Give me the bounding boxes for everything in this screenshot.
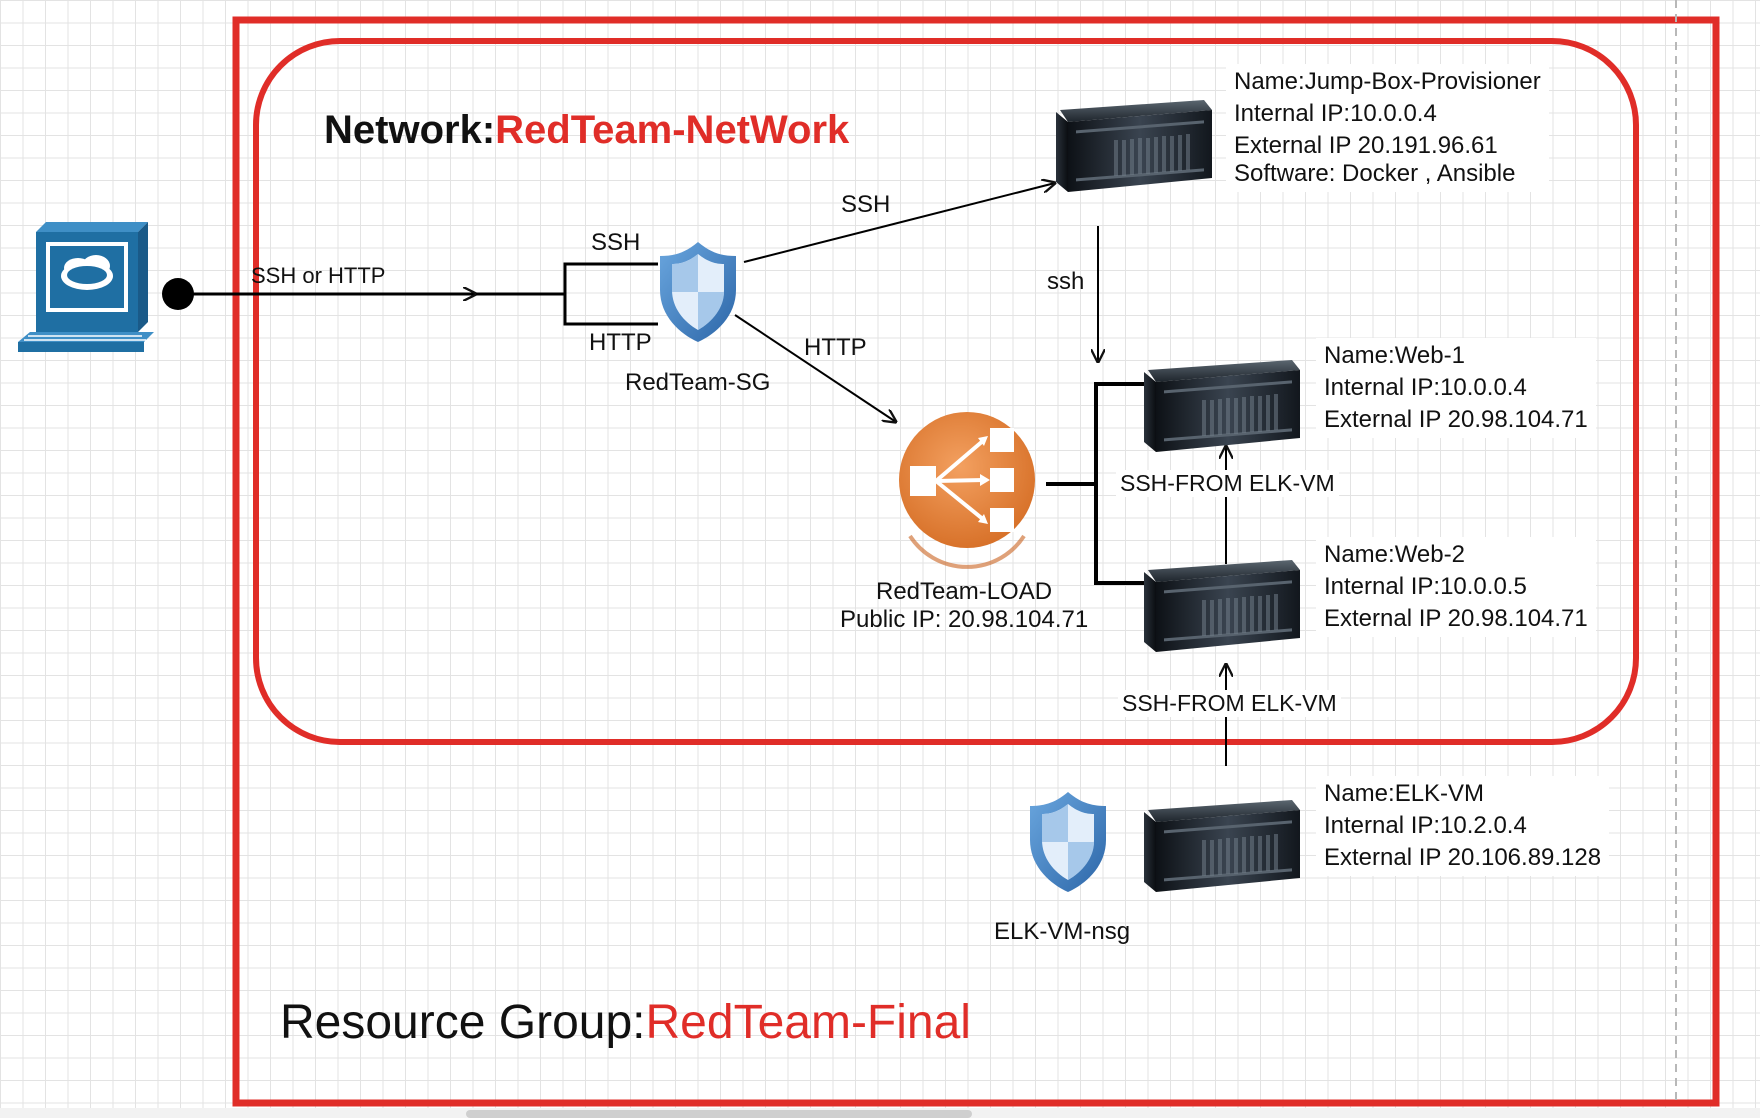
sg-ssh-label: SSH	[591, 229, 641, 256]
sg-to-lb-label: HTTP	[804, 334, 867, 361]
network-boundary	[253, 38, 1639, 745]
security-group-shield-icon[interactable]	[660, 242, 736, 342]
elk-external-ip: External IP 20.106.89.128	[1324, 844, 1602, 871]
elk-nsg-shield-icon[interactable]	[1030, 792, 1106, 892]
elk-server-icon[interactable]	[1144, 800, 1300, 892]
load-balancer-icon[interactable]	[899, 412, 1035, 569]
resource-group-boundary	[232, 16, 1720, 1107]
jumpbox-internal-ip: Internal IP:10.0.0.4	[1234, 100, 1437, 127]
web1-internal-ip: Internal IP:10.0.0.4	[1324, 374, 1527, 401]
jumpbox-external-ip: External IP 20.191.96.61	[1234, 132, 1498, 159]
web-servers-bracket	[1094, 382, 1146, 585]
web1-info: Name:Web-1 Internal IP:10.0.0.4 External…	[1316, 338, 1596, 438]
resource-group-title: Resource Group:RedTeam-Final	[280, 995, 971, 1050]
web2-server-icon[interactable]	[1144, 560, 1300, 652]
web2-internal-ip: Internal IP:10.0.0.5	[1324, 573, 1527, 600]
resource-group-title-name: RedTeam-Final	[645, 996, 971, 1049]
web2-external-ip: External IP 20.98.104.71	[1324, 605, 1588, 632]
elk-name: Name:ELK-VM	[1324, 780, 1485, 807]
sg-to-lb-line	[734, 314, 896, 422]
sg-http-label: HTTP	[589, 329, 652, 356]
elk-internal-ip: Internal IP:10.2.0.4	[1324, 812, 1527, 839]
web1-external-ip: External IP 20.98.104.71	[1324, 406, 1588, 433]
elk-info: Name:ELK-VM Internal IP:10.2.0.4 Externa…	[1316, 776, 1610, 876]
jumpbox-software: Software: Docker , Ansible	[1234, 160, 1516, 187]
load-balancer-public-ip: Public IP: 20.98.104.71	[840, 606, 1089, 633]
web1-server-icon[interactable]	[1144, 360, 1300, 452]
network-title: Network:RedTeam-NetWork	[324, 108, 849, 153]
elk-to-web1-label: SSH-FROM ELK-VM	[1116, 470, 1339, 497]
jumpbox-name: Name:Jump-Box-Provisioner	[1234, 68, 1541, 95]
resource-group-title-prefix: Resource Group:	[280, 996, 646, 1049]
load-balancer-name: RedTeam-LOAD	[876, 578, 1053, 605]
web1-name: Name:Web-1	[1324, 342, 1465, 369]
user-connection-label: SSH or HTTP	[251, 263, 386, 288]
elk-to-web2-label: SSH-FROM ELK-VM	[1118, 690, 1341, 717]
workstation-icon[interactable]	[18, 222, 154, 352]
web2-info: Name:Web-2 Internal IP:10.0.0.5 External…	[1316, 537, 1596, 637]
sg-to-jumpbox-line	[743, 183, 1055, 263]
security-group-label: RedTeam-SG	[625, 369, 771, 396]
web2-name: Name:Web-2	[1324, 541, 1465, 568]
network-title-name: RedTeam-NetWork	[495, 108, 850, 152]
sg-to-jumpbox-label: SSH	[841, 191, 891, 218]
jumpbox-server-icon[interactable]	[1056, 100, 1212, 192]
horizontal-scrollbar-thumb[interactable]	[466, 1110, 972, 1118]
jumpbox-ssh-label: ssh	[1047, 268, 1085, 295]
ssh-http-bracket	[563, 262, 658, 326]
network-title-prefix: Network:	[324, 108, 496, 152]
jumpbox-info: Name:Jump-Box-Provisioner Internal IP:10…	[1226, 64, 1549, 192]
elk-nsg-label: ELK-VM-nsg	[994, 918, 1131, 945]
